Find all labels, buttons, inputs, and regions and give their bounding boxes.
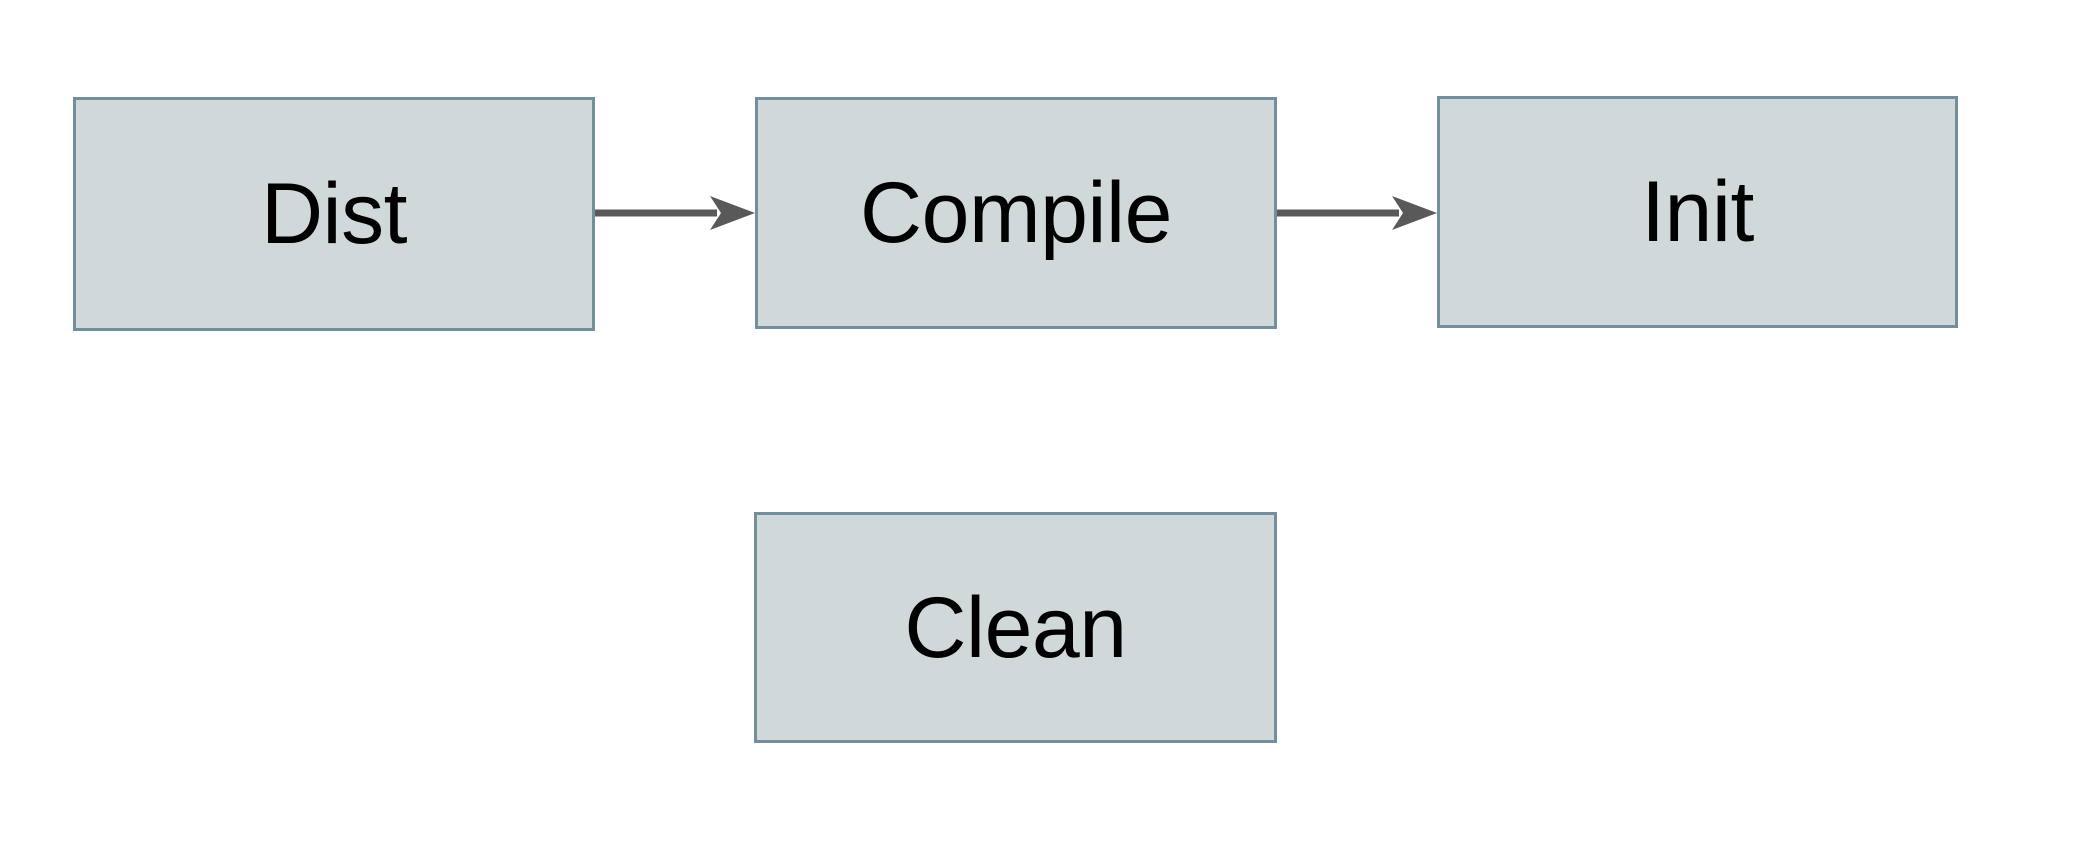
node-init-label: Init — [1641, 164, 1754, 260]
node-compile-label: Compile — [860, 165, 1172, 261]
edge-compile-to-init-arrowhead — [1392, 196, 1437, 230]
node-clean-label: Clean — [904, 579, 1127, 676]
node-init[interactable]: Init — [1437, 96, 1958, 328]
edge-dist-to-compile-arrowhead — [710, 196, 755, 230]
node-compile[interactable]: Compile — [755, 97, 1277, 329]
node-dist[interactable]: Dist — [73, 97, 595, 331]
edge-compile-to-init — [1277, 196, 1437, 230]
node-dist-label: Dist — [260, 166, 408, 262]
node-clean[interactable]: Clean — [754, 512, 1277, 743]
edge-dist-to-compile — [595, 196, 755, 230]
